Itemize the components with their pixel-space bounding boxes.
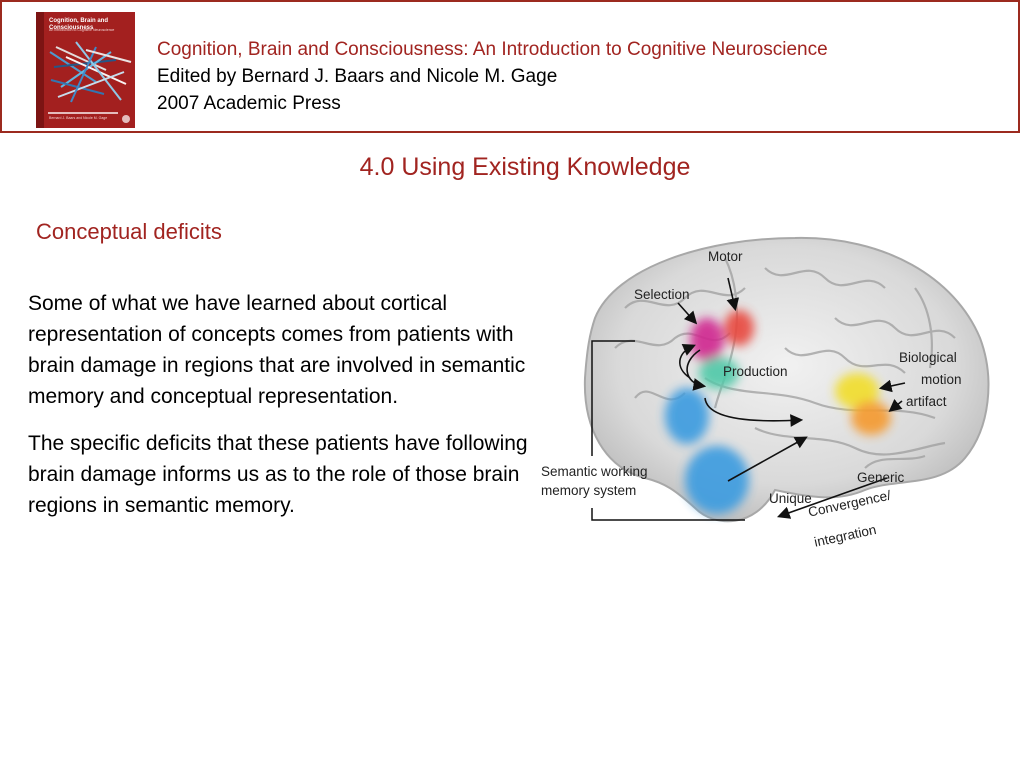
motor-arrow bbox=[726, 277, 740, 312]
book-title: Cognition, Brain and Consciousness: An I… bbox=[157, 39, 828, 60]
unique-arrow bbox=[727, 436, 808, 482]
book-cover-image: Cognition, Brain and Consciousness An In… bbox=[36, 12, 135, 128]
book-citation: Cognition, Brain and Consciousness: An I… bbox=[157, 36, 828, 117]
brain-illustration bbox=[583, 236, 990, 523]
label-semantic-working: Semantic working bbox=[541, 464, 648, 479]
biological-arrow bbox=[878, 379, 906, 393]
semantic-wm-region-lower bbox=[685, 446, 749, 514]
label-unique: Unique bbox=[769, 491, 812, 506]
artifact-region bbox=[851, 401, 891, 435]
production-region bbox=[699, 357, 739, 389]
curve-arrow-down bbox=[686, 349, 707, 391]
selection-arrow bbox=[677, 302, 698, 325]
body-text: Some of what we have learned about corti… bbox=[28, 288, 528, 537]
book-cover-authors: Bernard J. Baars and Nicole M. Gage bbox=[49, 116, 108, 120]
book-editors: Edited by Bernard J. Baars and Nicole M.… bbox=[157, 66, 558, 87]
semantic-bracket bbox=[591, 340, 745, 521]
label-motion: motion bbox=[921, 372, 962, 387]
motor-region bbox=[724, 310, 754, 346]
brain-cortex bbox=[583, 236, 990, 523]
biological-motion-region bbox=[835, 373, 879, 409]
body-paragraph-1: Some of what we have learned about corti… bbox=[28, 292, 526, 408]
section-subheading: Conceptual deficits bbox=[36, 219, 222, 244]
convergence-arrow bbox=[776, 477, 888, 519]
book-cover-title: Cognition, Brain and Consciousness bbox=[49, 18, 108, 31]
body-paragraph-2: The specific deficits that these patient… bbox=[28, 432, 528, 517]
book-cover-subtitle: An Introduction to Cognitive Neuroscienc… bbox=[49, 28, 115, 32]
production-arrow bbox=[704, 397, 804, 427]
semantic-wm-region-upper bbox=[665, 388, 709, 444]
label-artifact: artifact bbox=[906, 394, 947, 409]
slide-title: 4.0 Using Existing Knowledge bbox=[359, 153, 691, 181]
slide-header: Cognition, Brain and Consciousness An In… bbox=[0, 0, 1020, 133]
label-memory-system: memory system bbox=[541, 483, 637, 498]
selection-region bbox=[690, 318, 724, 362]
label-biological: Biological bbox=[899, 350, 957, 365]
label-production: Production bbox=[723, 364, 788, 379]
curve-arrow-up bbox=[679, 343, 696, 379]
brain-diagram: Motor Selection Production Biological mo… bbox=[535, 228, 1005, 568]
label-motor: Motor bbox=[708, 249, 743, 264]
label-selection: Selection bbox=[634, 287, 690, 302]
label-generic: Generic bbox=[857, 470, 905, 485]
book-publisher: 2007 Academic Press bbox=[157, 93, 341, 114]
artifact-arrow bbox=[888, 398, 903, 413]
